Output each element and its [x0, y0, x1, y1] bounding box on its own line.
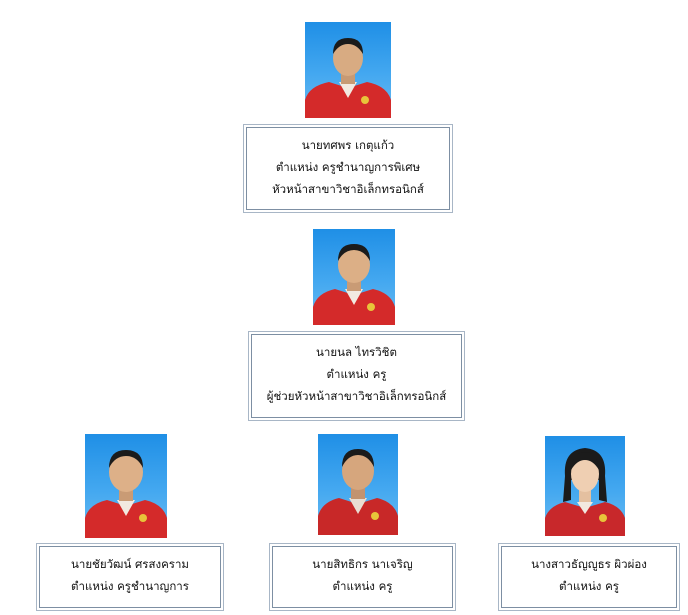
- person-silhouette-icon: [313, 244, 395, 325]
- staff-3-portrait-photo: [545, 436, 625, 536]
- staff-3-name: นางสาวธัญญูธร ผิวผ่อง: [531, 557, 647, 571]
- staff-1-portrait-photo: [85, 434, 167, 538]
- staff-1-name: นายชัยวัฒน์ ศรสงคราม: [71, 557, 189, 571]
- head-info-card: นายทศพร เกตุแก้ว ตำแหน่ง ครูชำนาญการพิเศ…: [246, 127, 450, 210]
- staff-2-name: นายสิทธิกร นาเจริญ: [312, 557, 413, 571]
- assistant-position: ตำแหน่ง ครู: [326, 367, 387, 381]
- assistant-portrait-photo: [313, 229, 395, 325]
- staff-2-info-card: นายสิทธิกร นาเจริญ ตำแหน่ง ครู: [272, 546, 453, 608]
- person-silhouette-icon: [318, 449, 398, 535]
- person-silhouette-icon: [85, 450, 167, 538]
- person-silhouette-icon: [305, 38, 391, 118]
- person-silhouette-icon: [545, 448, 625, 536]
- staff-2-portrait-photo: [318, 434, 398, 535]
- staff-2-position: ตำแหน่ง ครู: [332, 579, 393, 593]
- assistant-role: ผู้ช่วยหัวหน้าสาขาวิชาอิเล็กทรอนิกส์: [266, 389, 447, 403]
- staff-3-position: ตำแหน่ง ครู: [559, 579, 619, 593]
- head-position: ตำแหน่ง ครูชำนาญการพิเศษ: [275, 160, 421, 174]
- head-name: นายทศพร เกตุแก้ว: [301, 138, 395, 152]
- head-portrait-photo: [305, 22, 391, 118]
- staff-1-info-card: นายชัยวัฒน์ ศรสงคราม ตำแหน่ง ครูชำนาญการ: [39, 546, 221, 608]
- head-role: หัวหน้าสาขาวิชาอิเล็กทรอนิกส์: [272, 182, 424, 196]
- assistant-name: นายนล ไทรวิชิต: [316, 345, 397, 359]
- assistant-info-card: นายนล ไทรวิชิต ตำแหน่ง ครู ผู้ช่วยหัวหน้…: [251, 334, 462, 418]
- staff-3-info-card: นางสาวธัญญูธร ผิวผ่อง ตำแหน่ง ครู: [501, 546, 677, 608]
- staff-1-position: ตำแหน่ง ครูชำนาญการ: [71, 579, 189, 593]
